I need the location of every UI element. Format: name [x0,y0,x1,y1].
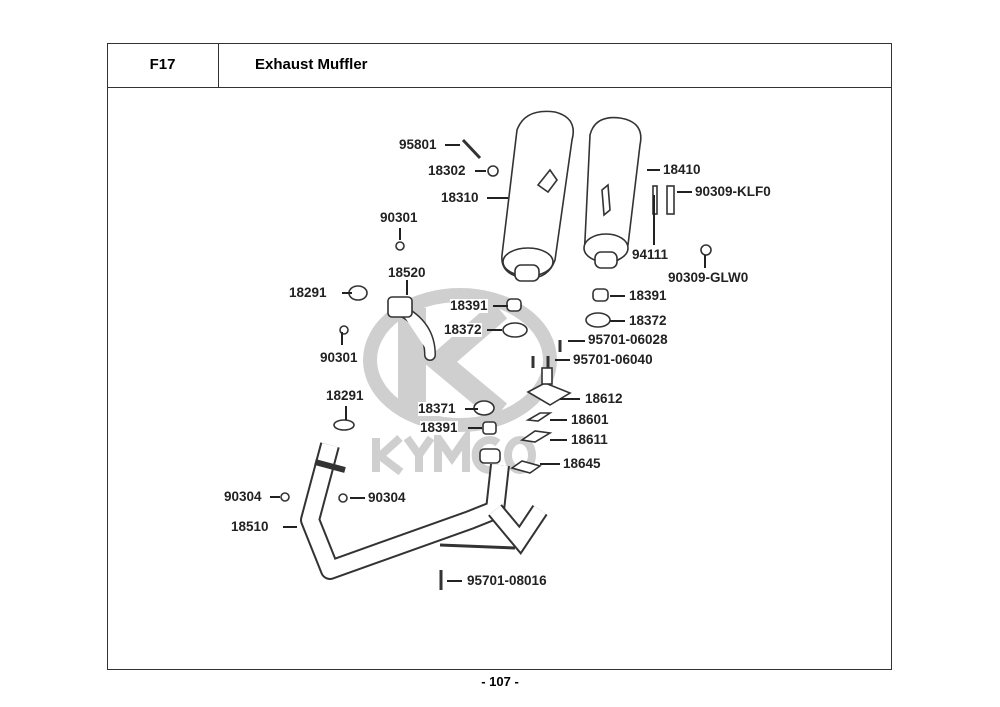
part-label-95801: 95801 [399,137,437,152]
part-label-18520: 18520 [388,265,426,280]
part-label-18371: 18371 [418,401,456,416]
part-label-18372: 18372 [444,322,482,337]
part-label-90304: 90304 [224,489,262,504]
part-label-94111: 94111 [632,247,669,262]
muffler-left [501,110,574,279]
part-label-18391: 18391 [450,298,488,313]
part-label-90301: 90301 [320,350,358,365]
page-number: - 107 - [481,674,519,689]
part-label-18391: 18391 [629,288,667,303]
part-label-90309-GLW0: 90309-GLW0 [668,270,749,285]
part-label-18611: 18611 [571,432,608,447]
part-label-18291: 18291 [289,285,327,300]
part-label-18310: 18310 [441,190,479,205]
page-frame [107,43,892,670]
section-header: F17 Exhaust Muffler [107,43,892,88]
part-label-90301: 90301 [380,210,418,225]
part-label-90309-KLF0: 90309-KLF0 [695,184,771,199]
part-label-18391: 18391 [420,420,458,435]
part-label-18291: 18291 [326,388,364,403]
part-label-90304: 90304 [368,490,406,505]
section-code: F17 [107,43,219,87]
part-label-95701-06040: 95701-06040 [573,352,653,367]
part-label-95701-06028: 95701-06028 [588,332,668,347]
part-label-18645: 18645 [563,456,601,471]
part-label-18510: 18510 [231,519,269,534]
part-label-18612: 18612 [585,391,623,406]
part-label-18372: 18372 [629,313,667,328]
part-label-95701-08016: 95701-08016 [467,573,547,588]
part-label-18302: 18302 [428,163,466,178]
part-label-18601: 18601 [571,412,609,427]
part-label-18410: 18410 [663,162,701,177]
section-title: Exhaust Muffler [255,56,368,73]
